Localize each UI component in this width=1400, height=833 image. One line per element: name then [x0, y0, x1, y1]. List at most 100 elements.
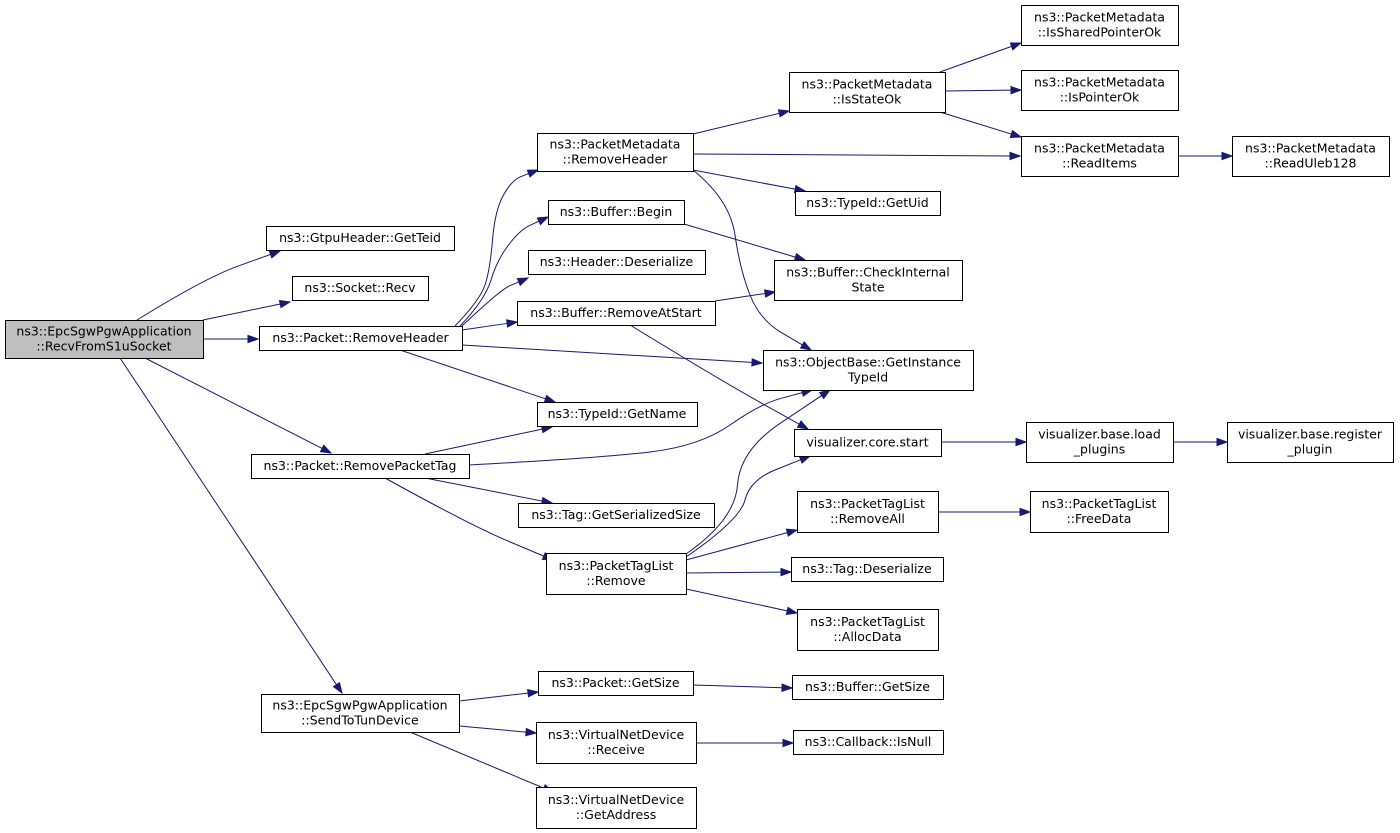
node-box[interactable]	[251, 454, 470, 479]
node-box[interactable]	[1227, 422, 1394, 463]
node-box[interactable]	[261, 694, 460, 733]
node-box[interactable]	[546, 553, 687, 595]
node-box[interactable]	[536, 787, 697, 829]
node-box[interactable]	[537, 133, 694, 172]
node-box[interactable]	[797, 609, 939, 651]
node-box[interactable]	[259, 326, 463, 351]
node-label: ns3::VirtualNetDevice	[548, 727, 685, 742]
node-box[interactable]	[774, 260, 963, 301]
node-box[interactable]	[1021, 70, 1179, 111]
arrow-head-icon	[1009, 151, 1022, 161]
edge-line	[454, 173, 529, 327]
node-label: ns3::TypeId::GetUid	[806, 195, 928, 210]
edge-removeheader-to-hdr_deser	[461, 277, 530, 327]
node-box[interactable]	[797, 491, 939, 533]
edge-sendtotun-to-vnd_getaddress	[409, 731, 555, 793]
node-vis_base_register[interactable]: visualizer.base.register_plugin	[1227, 422, 1394, 463]
edge-line	[468, 392, 803, 466]
node-ptl_removeall[interactable]: ns3::PacketTagList::RemoveAll	[797, 491, 939, 533]
node-pm_isstateok[interactable]: ns3::PacketMetadata::IsStateOk	[789, 72, 946, 113]
node-box[interactable]	[793, 730, 944, 755]
arrow-head-icon	[536, 216, 550, 226]
node-removeheader[interactable]: ns3::Packet::RemoveHeader	[259, 326, 463, 351]
node-box[interactable]	[1026, 422, 1174, 463]
edge-line	[685, 532, 788, 561]
node-label: ::RemoveAll	[830, 511, 905, 526]
node-box[interactable]	[266, 226, 455, 251]
arrow-head-icon	[780, 567, 793, 577]
node-tag_deser[interactable]: ns3::Tag::Deserialize	[791, 557, 944, 582]
node-box[interactable]	[548, 200, 685, 225]
arrow-head-icon	[1009, 129, 1023, 139]
node-getteid[interactable]: ns3::GtpuHeader::GetTeid	[266, 226, 455, 251]
node-box[interactable]	[791, 557, 944, 582]
node-box[interactable]	[792, 675, 944, 700]
node-layer: ns3::EpcSgwPgwApplication::RecvFromS1uSo…	[5, 5, 1394, 829]
node-box[interactable]	[1232, 136, 1390, 177]
edge-removepackettag-to-typeid_getname	[424, 424, 554, 455]
node-pm_readuleb[interactable]: ns3::PacketMetadata::ReadUleb128	[1232, 136, 1390, 177]
node-pm_issharedptr[interactable]: ns3::PacketMetadata::IsSharedPointerOk	[1021, 5, 1179, 46]
node-vis_core_start[interactable]: visualizer.core.start	[794, 429, 942, 457]
node-box[interactable]	[537, 402, 698, 427]
node-label: ::IsStateOk	[833, 92, 903, 107]
edge-line	[692, 169, 803, 346]
node-label: ::IsSharedPointerOk	[1038, 25, 1162, 40]
arrow-head-icon	[319, 444, 333, 454]
node-box[interactable]	[789, 72, 946, 113]
node-buf_getsize[interactable]: ns3::Buffer::GetSize	[792, 675, 944, 700]
node-box[interactable]	[1021, 5, 1179, 46]
node-vnd_receive[interactable]: ns3::VirtualNetDevice::Receive	[536, 722, 697, 764]
node-pm_readitems[interactable]: ns3::PacketMetadata::ReadItems	[1021, 136, 1179, 177]
edge-removeheader-to-pm_removeheader	[454, 169, 540, 327]
node-ptl_freedata[interactable]: ns3::PacketTagList::FreeData	[1030, 491, 1169, 533]
node-pkt_getsize[interactable]: ns3::Packet::GetSize	[538, 671, 694, 696]
node-removepackettag[interactable]: ns3::Packet::RemovePacketTag	[251, 454, 470, 479]
node-label: ns3::PacketTagList	[810, 614, 925, 629]
node-ptl_remove[interactable]: ns3::PacketTagList::Remove	[546, 553, 687, 595]
node-box[interactable]	[292, 276, 429, 301]
node-vis_base_load[interactable]: visualizer.base.load_plugins	[1026, 422, 1174, 463]
node-sendtotun[interactable]: ns3::EpcSgwPgwApplication::SendToTunDevi…	[261, 694, 460, 733]
node-tag_getsersize[interactable]: ns3::Tag::GetSerializedSize	[518, 503, 715, 528]
node-box[interactable]	[538, 671, 694, 696]
edge-pm_isstateok-to-pm_readitems	[939, 111, 1023, 139]
node-typeid_getname[interactable]: ns3::TypeId::GetName	[537, 402, 698, 427]
node-typeid_getuid[interactable]: ns3::TypeId::GetUid	[795, 191, 941, 216]
node-pm_removeheader[interactable]: ns3::PacketMetadata::RemoveHeader	[537, 133, 694, 172]
node-box[interactable]	[536, 722, 697, 764]
node-box[interactable]	[794, 429, 942, 457]
edge-ptl_removeall-to-ptl_freedata	[938, 507, 1032, 517]
node-label: ns3::Buffer::CheckInternal	[786, 265, 950, 280]
node-hdr_deser[interactable]: ns3::Header::Deserialize	[528, 250, 706, 275]
edge-line	[461, 281, 520, 327]
node-label: ns3::Tag::GetSerializedSize	[531, 507, 701, 522]
node-box[interactable]	[763, 350, 974, 391]
node-cb_isnull[interactable]: ns3::Callback::IsNull	[793, 730, 944, 755]
node-pm_isptrok[interactable]: ns3::PacketMetadata::IsPointerOk	[1021, 70, 1179, 111]
node-box[interactable]	[1021, 136, 1179, 177]
node-box[interactable]	[518, 503, 715, 528]
node-box[interactable]	[795, 191, 941, 216]
node-buf_begin[interactable]: ns3::Buffer::Begin	[548, 200, 685, 225]
node-box[interactable]	[517, 301, 716, 326]
node-vnd_getaddress[interactable]: ns3::VirtualNetDevice::GetAddress	[536, 787, 697, 829]
node-root[interactable]: ns3::EpcSgwPgwApplication::RecvFromS1uSo…	[5, 320, 204, 359]
node-label: ns3::PacketTagList	[1042, 496, 1157, 511]
node-label: ::GetAddress	[576, 807, 656, 822]
edge-buf_removeatstart-to-buf_checkinternal	[714, 289, 777, 302]
node-ptl_allocdata[interactable]: ns3::PacketTagList::AllocData	[797, 609, 939, 651]
edge-line	[714, 292, 766, 302]
edge-line	[692, 153, 1011, 157]
node-label: ns3::PacketMetadata	[802, 77, 933, 92]
node-buf_removeatstart[interactable]: ns3::Buffer::RemoveAtStart	[517, 301, 716, 326]
edge-line	[461, 322, 508, 331]
node-box[interactable]	[528, 250, 706, 275]
node-recv[interactable]: ns3::Socket::Recv	[292, 276, 429, 301]
node-box[interactable]	[1030, 491, 1169, 533]
node-box[interactable]	[5, 320, 204, 359]
arrow-head-icon	[782, 738, 795, 748]
edge-line	[459, 220, 540, 327]
